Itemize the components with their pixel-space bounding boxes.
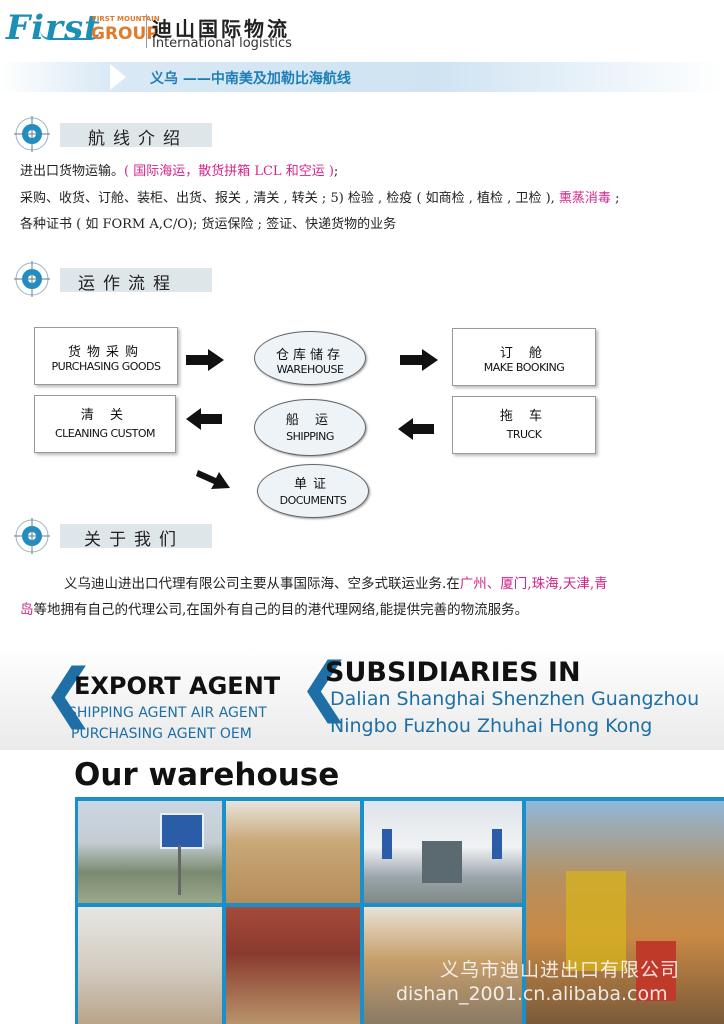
company-name-en: International logistics xyxy=(152,36,292,51)
flow-step-booking: 订 舱 MAKE BOOKING xyxy=(452,328,596,386)
route-title-bar xyxy=(0,62,724,92)
flow-step-purchasing: 货物采购 PURCHASING GOODS xyxy=(34,327,178,385)
about-text-2: 等地拥有自己的代理公司,在国外有自己的目的港代理网络,能提供完善的物流服务。 xyxy=(33,602,529,618)
section-heading-bar xyxy=(60,123,212,147)
crosshair-icon xyxy=(14,116,50,152)
logo-first-mountain: FIRST MOUNTAIN xyxy=(92,15,160,23)
flow-step-cn: 船 运 xyxy=(285,413,335,428)
agent-banner xyxy=(0,646,724,750)
flow-step-en: DOCUMENTS xyxy=(279,494,347,507)
intro-line-2: 采购、收货、订舱、装柜、出货、报关 , 清关 , 转关 ; 5) 检验 , 检疫… xyxy=(20,187,619,206)
intro-line-2-text: 采购、收货、订舱、装柜、出货、报关 , 清关 , 转关 ; 5) 检验 , 检疫… xyxy=(20,191,559,206)
flow-step-cn: 清 关 xyxy=(80,408,130,423)
section-heading-bar xyxy=(60,524,212,548)
company-name-cn: 迪山国际物流 xyxy=(152,17,290,41)
arrow-down-right-icon xyxy=(196,470,230,489)
warehouse-photo-grid xyxy=(75,797,724,1024)
warehouse-photo-interior xyxy=(78,907,222,1024)
flow-step-cn: 拖 车 xyxy=(499,409,549,424)
warehouse-photo-boxes xyxy=(226,801,360,903)
flow-step-cn: 货物采购 xyxy=(67,345,144,360)
flow-step-cn: 仓库储存 xyxy=(275,348,344,363)
intro-line-3: 各种证书 ( 如 FORM A,C/O); 货运保险 ; 签证、快递货物的业务 xyxy=(20,217,397,232)
watermark-url: dishan_2001.cn.alibaba.com xyxy=(396,983,668,1005)
intro-line-1-text: 进出口货物运输。 xyxy=(20,164,125,179)
arrow-left-icon xyxy=(398,418,434,440)
section-heading-about: 关于我们 xyxy=(84,530,184,550)
flow-step-en: CLEANING CUSTOM xyxy=(54,427,156,440)
flow-step-customs: 清 关 CLEANING CUSTOM xyxy=(34,395,176,453)
route-bar-notch xyxy=(110,64,126,90)
section-heading-workflow: 运作流程 xyxy=(78,274,178,294)
arrow-right-icon xyxy=(400,349,438,371)
flow-step-en: MAKE BOOKING xyxy=(483,361,565,374)
about-text-1: 义乌迪山进出口代理有限公司主要从事国际海、空多式联运业务.在 xyxy=(64,576,460,592)
warehouse-photo-stacks xyxy=(364,907,522,1024)
intro-line-1-highlight: ( 国际海运，散货拼箱 LCL 和空运 ) xyxy=(124,164,334,179)
about-paragraph: 义乌迪山进出口代理有限公司主要从事国际海、空多式联运业务.在广州、厦门,珠海,天… xyxy=(20,571,710,623)
flow-step-cn: 订 舱 xyxy=(499,346,549,361)
warehouse-photo-container xyxy=(226,907,360,1024)
agents-line-1: SHIPPING AGENT AIR AGENT xyxy=(68,705,267,721)
logo-group: GROUP xyxy=(91,24,159,44)
flow-step-en: SHIPPING xyxy=(286,430,334,443)
arrow-right-icon xyxy=(186,349,224,371)
subsidiaries-title: SUBSIDIARIES IN xyxy=(325,657,581,688)
watermark-cn: 义乌市迪山进出口有限公司 xyxy=(440,959,681,981)
arrow-left-icon xyxy=(186,408,222,430)
crosshair-icon xyxy=(14,518,50,554)
cities-line-2: Ningbo Fuzhou Zhuhai Hong Kong xyxy=(330,715,653,737)
agents-line-2: PURCHASING AGENT OEM xyxy=(71,726,252,742)
logo-divider xyxy=(146,14,147,48)
flow-step-en: TRUCK xyxy=(506,428,542,441)
intro-line-2-end: ; xyxy=(610,191,620,206)
export-agent-title: EXPORT AGENT xyxy=(74,672,281,700)
flow-step-documents: 单证 DOCUMENTS xyxy=(257,464,369,518)
chevron-left-icon: ❮ xyxy=(298,650,352,724)
intro-line-1-end: ; xyxy=(333,164,339,179)
flow-step-en: PURCHASING GOODS xyxy=(51,360,161,373)
intro-line-1: 进出口货物运输。( 国际海运，散货拼箱 LCL 和空运 ); xyxy=(20,160,338,179)
cities-line-1: Dalian Shanghai Shenzhen Guangzhou xyxy=(330,688,700,710)
flow-step-truck: 拖 车 TRUCK xyxy=(452,396,596,454)
about-cities: 广州、厦门,珠海,天津,青 xyxy=(459,576,608,592)
crosshair-icon xyxy=(14,261,50,297)
logo-first: First xyxy=(6,8,101,48)
warehouse-photo-loading xyxy=(526,801,724,1024)
section-heading-route-intro: 航线介绍 xyxy=(88,129,188,149)
flow-step-warehouse: 仓库储存 WAREHOUSE xyxy=(254,331,366,385)
chevron-left-icon: ❮ xyxy=(42,656,96,730)
flow-step-en: WAREHOUSE xyxy=(276,363,344,376)
warehouse-photo-building xyxy=(364,801,522,903)
warehouse-title: Our warehouse xyxy=(74,757,340,793)
logo-swoosh xyxy=(40,30,100,40)
section-heading-bar xyxy=(60,268,212,292)
about-city-end: 岛 xyxy=(20,602,34,618)
intro-line-2-highlight: 熏蒸消毒 xyxy=(558,191,611,206)
flow-step-cn: 单证 xyxy=(293,477,332,492)
flow-step-shipping: 船 运 SHIPPING xyxy=(254,399,366,456)
warehouse-photo-street xyxy=(78,801,222,903)
route-title: 义乌 ——中南美及加勒比海航线 xyxy=(150,71,351,87)
